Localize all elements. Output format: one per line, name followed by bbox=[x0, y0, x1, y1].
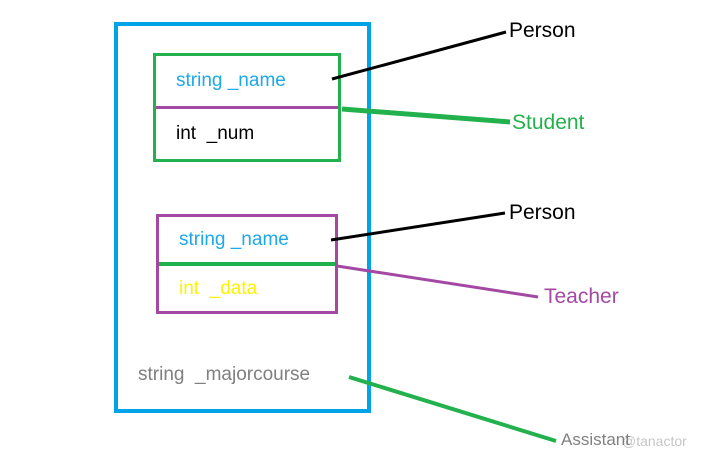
assistant-pointer-line bbox=[348, 375, 557, 443]
student-part-cell: int _num bbox=[156, 109, 338, 159]
teacher-object-box: string _name int _data bbox=[156, 214, 338, 314]
label-person-teacher-part: Person bbox=[509, 201, 576, 224]
label-person-student-part: Person bbox=[509, 19, 576, 42]
field-string-majorcourse: string _majorcourse bbox=[138, 364, 311, 385]
watermark-text: @tanactor bbox=[622, 433, 687, 449]
label-teacher: Teacher bbox=[544, 285, 619, 308]
label-assistant: Assistant bbox=[561, 430, 630, 449]
teacher-part-cell: int _data bbox=[159, 266, 335, 311]
field-string-name-2: string _name bbox=[179, 228, 289, 250]
person-part-cell-2: string _name bbox=[159, 217, 335, 262]
student-box-divider bbox=[156, 106, 338, 109]
field-string-name: string _name bbox=[176, 70, 286, 91]
field-int-data: int _data bbox=[179, 277, 258, 299]
person-part-cell: string _name bbox=[156, 56, 338, 106]
field-int-num: int _num bbox=[176, 123, 255, 144]
teacher-box-divider bbox=[159, 262, 335, 266]
student-object-box: string _name int _num bbox=[153, 53, 341, 162]
label-student: Student bbox=[512, 111, 585, 134]
